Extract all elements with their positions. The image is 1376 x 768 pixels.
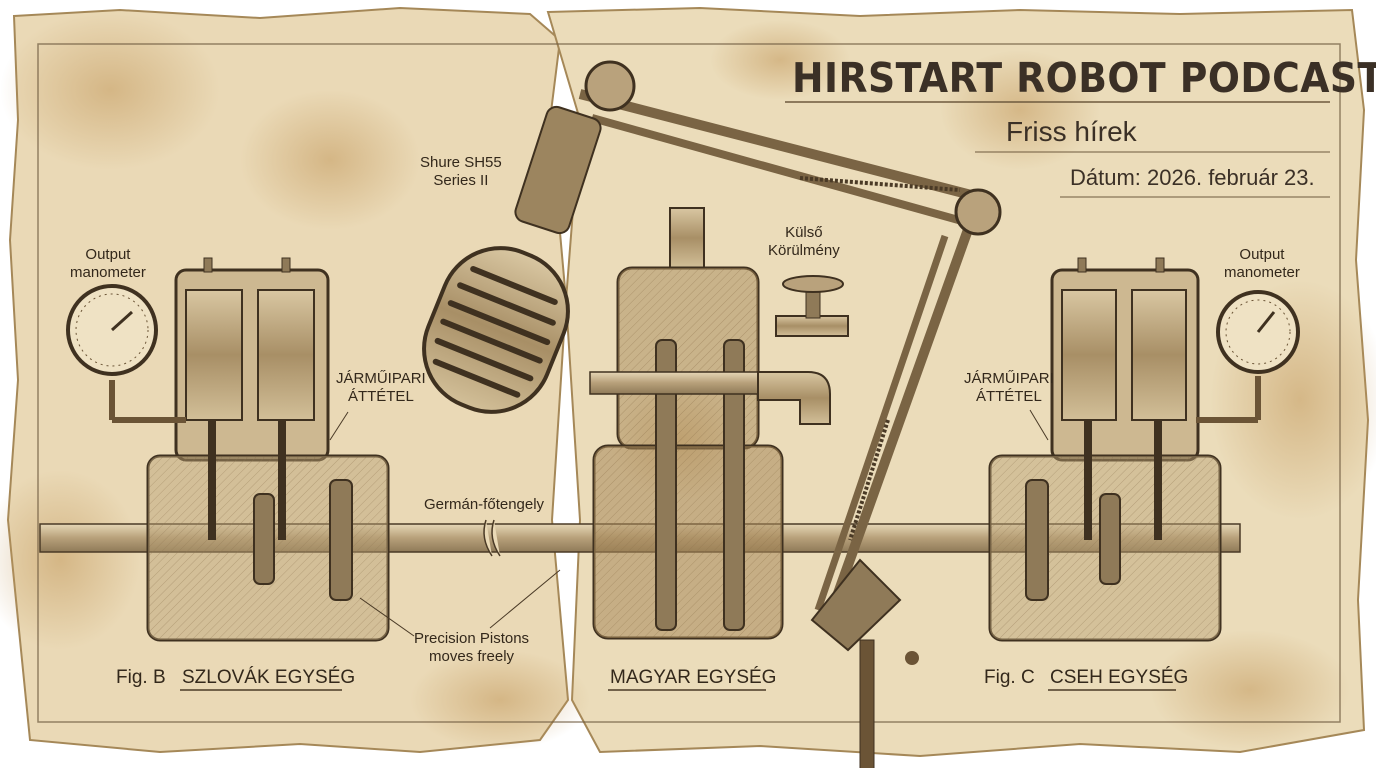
mic-model-label: Shure SH55 Series II [420, 154, 502, 190]
jarmu-right-line1: JÁRMŰIPARI [964, 370, 1054, 387]
mic-model-line2: Series II [433, 172, 489, 189]
kulso-label: Külső Körülmény [768, 224, 840, 260]
jarmu-left-line2: ÁTTÉTEL [347, 388, 414, 405]
pistons-line2: moves freely [429, 648, 515, 665]
page-title: HIRSTART ROBOT PODCAST [792, 54, 1376, 102]
jarmu-right-label: JÁRMŰIPARI ÁTTÉTEL [964, 370, 1054, 406]
microphone-icon [422, 246, 570, 414]
output-left-line1: Output [85, 246, 131, 263]
pistons-line1: Precision Pistons [414, 630, 530, 647]
magyar-caption: MAGYAR EGYSÉG [610, 667, 777, 688]
fig-c-caption: Fig. C [984, 667, 1035, 688]
output-manometer-left-label: Output manometer [70, 246, 146, 282]
boom-arm-icon [514, 60, 1002, 768]
fig-b-caption: Fig. B [116, 667, 166, 688]
mic-model-line1: Shure SH55 [420, 154, 502, 171]
pistons-label: Precision Pistons moves freely [414, 630, 529, 666]
jarmu-left-label: JÁRMŰIPARI ÁTTÉTEL [336, 370, 426, 406]
cseh-caption: CSEH EGYSÉG [1050, 667, 1189, 688]
jarmu-left-line1: JÁRMŰIPARI [336, 370, 426, 387]
leader-lines [329, 409, 1049, 637]
output-manometer-right-label: Output manometer [1224, 246, 1300, 282]
date-label: Dátum: 2026. február 23. [1070, 165, 1315, 190]
valve-icon [757, 275, 849, 425]
page-subtitle: Friss hírek [1006, 116, 1137, 147]
szlovak-caption: SZLOVÁK EGYSÉG [182, 667, 356, 688]
shaft-label: Germán-főtengely [424, 496, 545, 513]
kulso-line1: Külső [785, 224, 823, 241]
pressure-gauge-icon [1196, 290, 1300, 423]
engine-unit-right [988, 257, 1222, 642]
kulso-line2: Körülmény [768, 242, 840, 259]
output-right-line1: Output [1239, 246, 1285, 263]
pressure-gauge-icon [66, 284, 186, 423]
output-right-line2: manometer [1224, 264, 1300, 281]
jarmu-right-line2: ÁTTÉTEL [975, 388, 1042, 405]
output-left-line2: manometer [70, 264, 146, 281]
engine-unit-center [589, 207, 791, 640]
engine-unit-left [146, 257, 390, 642]
